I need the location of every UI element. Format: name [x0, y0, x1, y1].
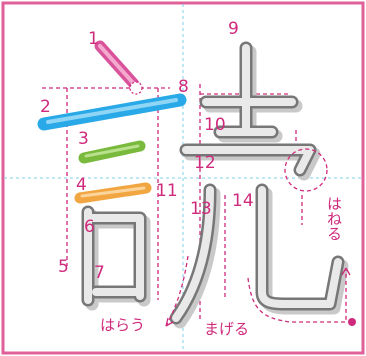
stroke-number-14: 14 [232, 191, 254, 211]
stroke-number-7: 7 [94, 263, 105, 283]
stroke-number-5: 5 [58, 257, 69, 277]
harau-arrowhead [165, 317, 174, 327]
stroke-2-highlight-shine [46, 98, 178, 124]
stroke-number-labels: 1 2 3 4 5 6 7 8 9 10 11 12 13 14 [40, 19, 254, 283]
harau-guide-path [165, 255, 189, 327]
stroke-number-13: 13 [190, 199, 212, 219]
stroke-4-highlight-shine [80, 186, 146, 198]
stroke-number-10: 10 [204, 115, 226, 135]
stroke-1-end-marker [129, 81, 143, 95]
stroke-number-6: 6 [84, 217, 95, 237]
haneru-arrowhead [341, 267, 351, 276]
kanji-fill [84, 44, 342, 322]
stroke-start-dot [348, 318, 356, 326]
stroke-number-3: 3 [78, 129, 89, 149]
stroke-3-highlight-shine [84, 144, 140, 158]
harau-label: はらう [100, 316, 145, 334]
stroke-number-2: 2 [40, 97, 51, 117]
hane-focus-circle [284, 148, 328, 192]
stroke-number-11: 11 [156, 181, 178, 201]
stroke-number-8: 8 [178, 77, 189, 97]
haneru-label: はねる [325, 196, 343, 241]
stroke-number-4: 4 [76, 175, 87, 195]
kanji-outline [81, 41, 345, 325]
stroke-number-1: 1 [88, 29, 99, 49]
stroke-number-12: 12 [194, 153, 216, 173]
stroke-number-9: 9 [228, 19, 239, 39]
stroke-1-highlight-shine [98, 44, 136, 86]
mageru-label: まげる [204, 320, 249, 338]
